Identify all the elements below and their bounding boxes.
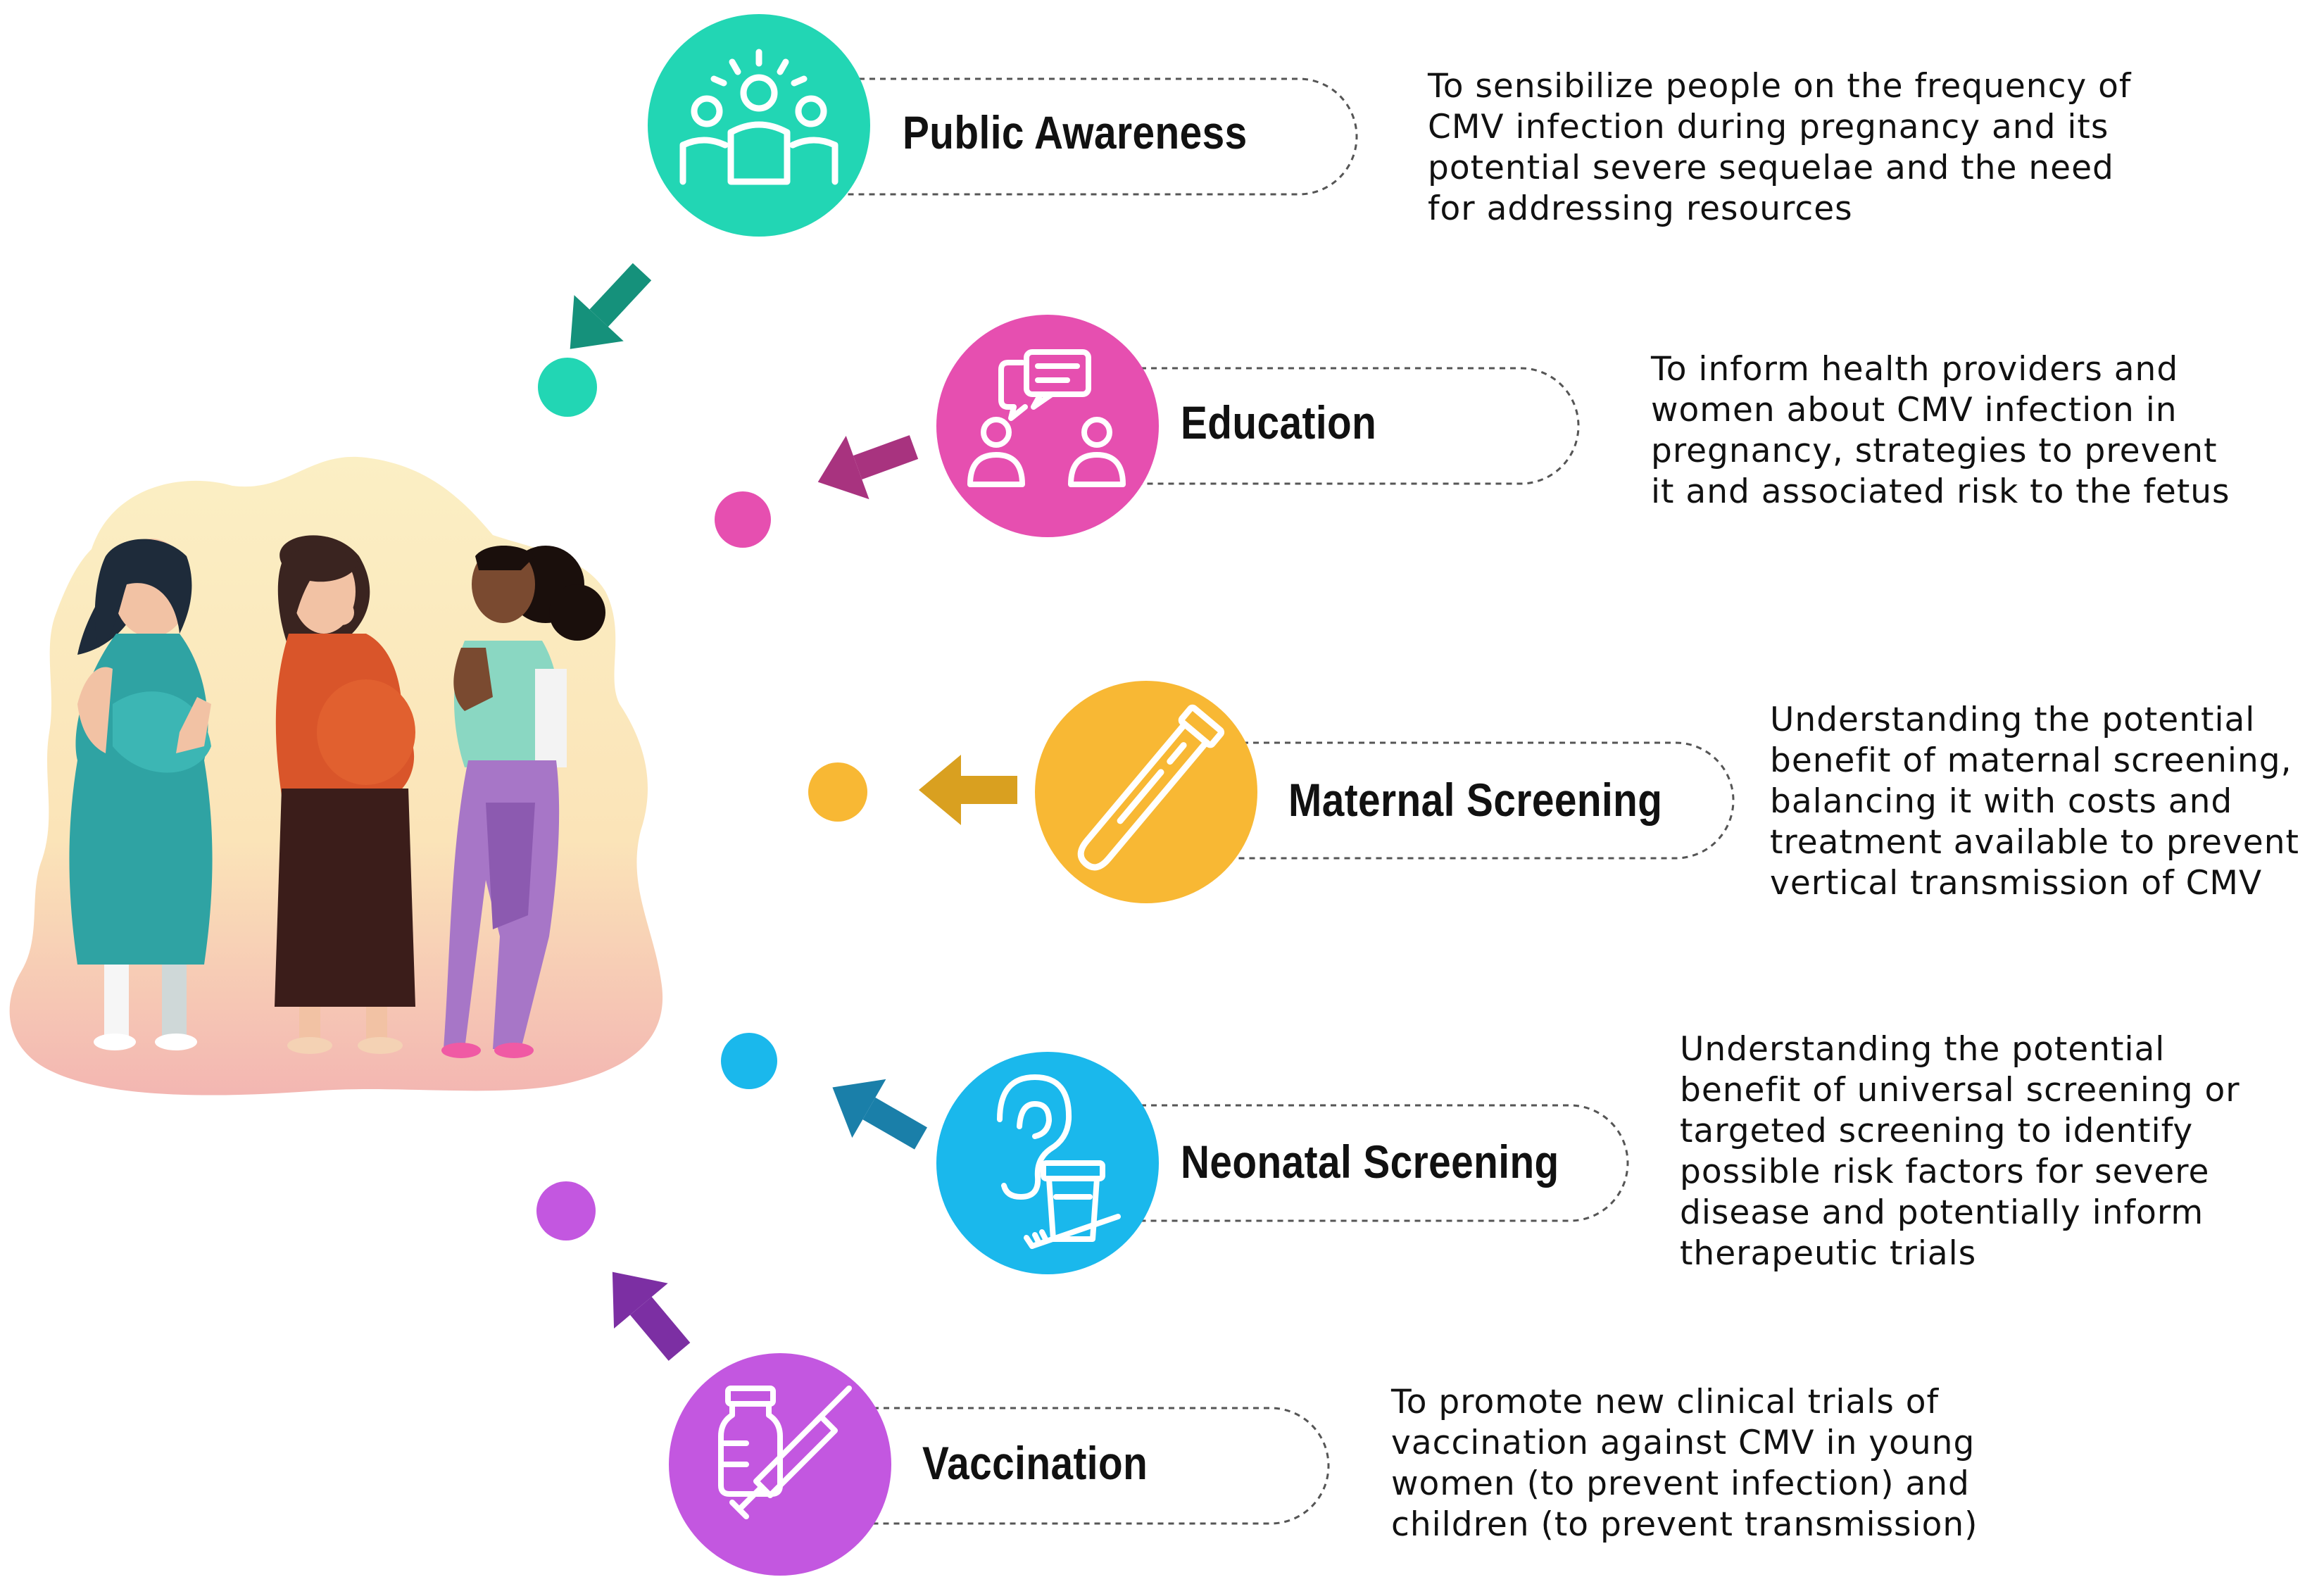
education-arrow bbox=[817, 435, 919, 500]
maternal-pill-outline bbox=[1190, 741, 1735, 860]
description-line: vertical transmission of CMV bbox=[1770, 864, 2263, 903]
awareness-title: Public Awareness bbox=[903, 106, 1248, 158]
description-line: pregnancy, strategies to prevent bbox=[1651, 432, 2218, 470]
description-line: treatment available to prevent bbox=[1770, 823, 2299, 862]
neonatal-pill-outline bbox=[1098, 1104, 1629, 1222]
description-line: To promote new clinical trials of bbox=[1391, 1383, 1940, 1421]
vaccination-pill-outline bbox=[841, 1407, 1330, 1525]
education-title: Education bbox=[1181, 396, 1377, 448]
awareness-description: To sensibilize people on the frequency o… bbox=[1428, 66, 2131, 230]
vaccination-circle bbox=[669, 1353, 891, 1576]
awareness-circle bbox=[648, 14, 870, 237]
maternal-screening-description: Understanding the potential benefit of m… bbox=[1770, 700, 2299, 904]
description-line: balancing it with costs and bbox=[1770, 782, 2233, 821]
conversation-icon bbox=[967, 349, 1126, 487]
description-line: potential severe sequelae and the need bbox=[1428, 149, 2114, 187]
maternal-dot bbox=[808, 762, 867, 822]
vaccination-dot bbox=[536, 1181, 596, 1241]
neonatal-screening-description: Understanding the potential benefit of u… bbox=[1680, 1029, 2240, 1274]
ear-and-sample-cup-icon bbox=[997, 1074, 1121, 1249]
description-line: women (to prevent infection) and bbox=[1391, 1464, 1970, 1503]
neonatal-screening-title: Neonatal Screening bbox=[1181, 1136, 1559, 1188]
vaccination-description: To promote new clinical trials of vaccin… bbox=[1391, 1382, 1978, 1545]
description-line: To sensibilize people on the frequency o… bbox=[1428, 67, 2132, 106]
description-line: vaccination against CMV in young bbox=[1391, 1424, 1976, 1462]
woman-middle bbox=[275, 535, 415, 1054]
education-description: To inform health providers and women abo… bbox=[1651, 349, 2230, 513]
description-line: possible risk factors for severe bbox=[1680, 1153, 2210, 1191]
description-line: disease and potentially inform bbox=[1680, 1193, 2204, 1232]
vaccine-syringe-icon bbox=[718, 1386, 852, 1519]
description-line: therapeutic trials bbox=[1680, 1234, 1977, 1273]
maternal-circle bbox=[1035, 681, 1257, 903]
description-line: To inform health providers and bbox=[1651, 350, 2179, 389]
test-tube-icon bbox=[1077, 704, 1225, 871]
neonatal-circle bbox=[936, 1052, 1159, 1274]
description-line: CMV infection during pregnancy and its bbox=[1428, 108, 2109, 146]
description-line: benefit of maternal screening, bbox=[1770, 741, 2292, 780]
description-line: children (to prevent transmission) bbox=[1391, 1505, 1978, 1544]
description-line: Understanding the potential bbox=[1770, 701, 2256, 739]
three-pregnant-women-illustration bbox=[9, 456, 663, 1095]
description-line: benefit of universal screening or bbox=[1680, 1071, 2240, 1110]
maternal-screening-title: Maternal Screening bbox=[1288, 774, 1663, 826]
description-line: Understanding the potential bbox=[1680, 1030, 2166, 1069]
education-circle bbox=[936, 315, 1159, 537]
description-line: it and associated risk to the fetus bbox=[1651, 472, 2230, 511]
awareness-arrow bbox=[570, 263, 652, 349]
vaccination-arrow bbox=[612, 1271, 691, 1361]
education-pill-outline bbox=[1098, 367, 1580, 485]
awareness-pill-outline bbox=[817, 77, 1358, 196]
maternal-arrow bbox=[919, 755, 1017, 825]
vaccination-title: Vaccination bbox=[922, 1437, 1148, 1489]
people-group-icon bbox=[679, 49, 838, 185]
description-line: women about CMV infection in bbox=[1651, 391, 2178, 429]
neonatal-arrow bbox=[832, 1079, 927, 1150]
awareness-dot bbox=[538, 358, 597, 417]
description-line: for addressing resources bbox=[1428, 189, 1853, 228]
neonatal-dot bbox=[721, 1033, 777, 1089]
woman-left bbox=[69, 539, 213, 1050]
education-dot bbox=[715, 491, 771, 548]
description-line: targeted screening to identify bbox=[1680, 1112, 2194, 1150]
woman-right bbox=[441, 546, 605, 1058]
